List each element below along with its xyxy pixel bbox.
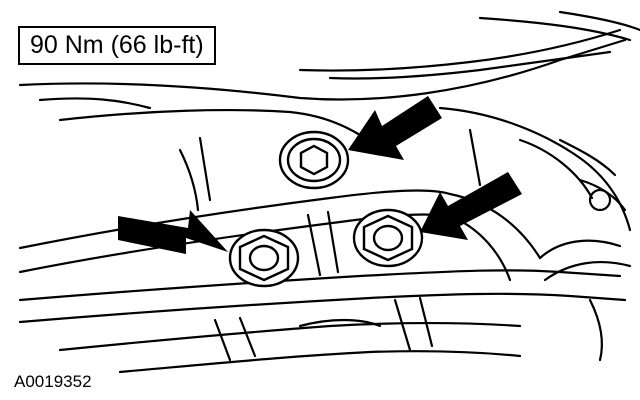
arrow-lower-left-bolt bbox=[118, 210, 228, 254]
upper-bolt bbox=[278, 130, 350, 190]
pointer-arrows bbox=[118, 96, 522, 254]
torque-spec-label: 90 Nm (66 lb-ft) bbox=[18, 26, 216, 65]
arrow-lower-right-bolt bbox=[420, 172, 522, 240]
arrow-upper-bolt bbox=[348, 96, 442, 160]
housing-outlines bbox=[18, 10, 640, 374]
lower-right-bolt bbox=[352, 208, 424, 268]
lower-left-bolt bbox=[228, 228, 300, 288]
figure-id-label: A0019352 bbox=[14, 372, 92, 391]
